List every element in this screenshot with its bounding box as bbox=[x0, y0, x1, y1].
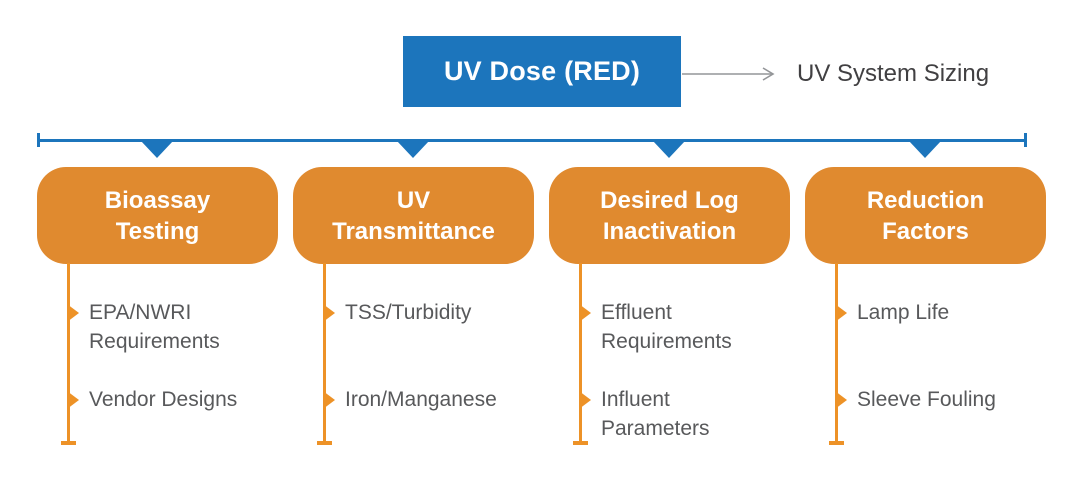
column-desired-log-inactivation: Desired Log Inactivation Effluent Requir… bbox=[549, 167, 790, 452]
item-label: Influent Parameters bbox=[601, 388, 710, 440]
down-triangle-icon bbox=[909, 141, 941, 158]
right-arrow-icon bbox=[835, 391, 847, 409]
category-box: UV Transmittance bbox=[293, 167, 534, 264]
stem-end-tick bbox=[573, 441, 588, 445]
item-label: Effluent Requirements bbox=[601, 301, 732, 353]
stem-end-tick bbox=[317, 441, 332, 445]
column-bioassay-testing: Bioassay Testing EPA/NWRI Requirements V… bbox=[37, 167, 278, 452]
stem-line bbox=[835, 263, 838, 445]
uv-dose-box: UV Dose (RED) bbox=[403, 36, 681, 107]
stem-end-tick bbox=[829, 441, 844, 445]
right-arrow-icon bbox=[323, 391, 335, 409]
down-triangle-icon bbox=[141, 141, 173, 158]
down-triangle-icon bbox=[653, 141, 685, 158]
column-reduction-factors: Reduction Factors Lamp Life Sleeve Fouli… bbox=[805, 167, 1046, 452]
category-box: Bioassay Testing bbox=[37, 167, 278, 264]
right-arrow-icon bbox=[67, 391, 79, 409]
item-label: Sleeve Fouling bbox=[857, 388, 996, 411]
timeline-line bbox=[38, 139, 1026, 142]
timeline-tick-left bbox=[37, 133, 40, 147]
item-label: Vendor Designs bbox=[89, 388, 238, 411]
stem-end-tick bbox=[61, 441, 76, 445]
uv-dose-label: UV Dose (RED) bbox=[443, 56, 641, 86]
column-uv-transmittance: UV Transmittance TSS/Turbidity Iron/Mang… bbox=[293, 167, 534, 452]
item-label: Iron/Manganese bbox=[345, 388, 497, 411]
stem-line bbox=[323, 263, 326, 445]
category-title: Desired Log Inactivation bbox=[600, 186, 739, 245]
item-label: TSS/Turbidity bbox=[345, 301, 472, 324]
flow-arrow-icon bbox=[682, 67, 775, 81]
category-title: Reduction Factors bbox=[866, 186, 985, 245]
category-title: Bioassay Testing bbox=[104, 186, 211, 245]
timeline-tick-right bbox=[1024, 133, 1027, 147]
right-arrow-icon bbox=[323, 304, 335, 322]
uv-system-sizing-label: UV System Sizing bbox=[797, 60, 990, 87]
category-box: Reduction Factors bbox=[805, 167, 1046, 264]
item-label: Lamp Life bbox=[857, 301, 950, 324]
down-triangle-icon bbox=[397, 141, 429, 158]
stem-line bbox=[579, 263, 582, 445]
category-box: Desired Log Inactivation bbox=[549, 167, 790, 264]
stem-line bbox=[67, 263, 70, 445]
right-arrow-icon bbox=[67, 304, 79, 322]
right-arrow-icon bbox=[579, 304, 591, 322]
item-label: EPA/NWRI Requirements bbox=[89, 301, 220, 353]
right-arrow-icon bbox=[835, 304, 847, 322]
category-title: UV Transmittance bbox=[332, 186, 495, 245]
right-arrow-icon bbox=[579, 391, 591, 409]
